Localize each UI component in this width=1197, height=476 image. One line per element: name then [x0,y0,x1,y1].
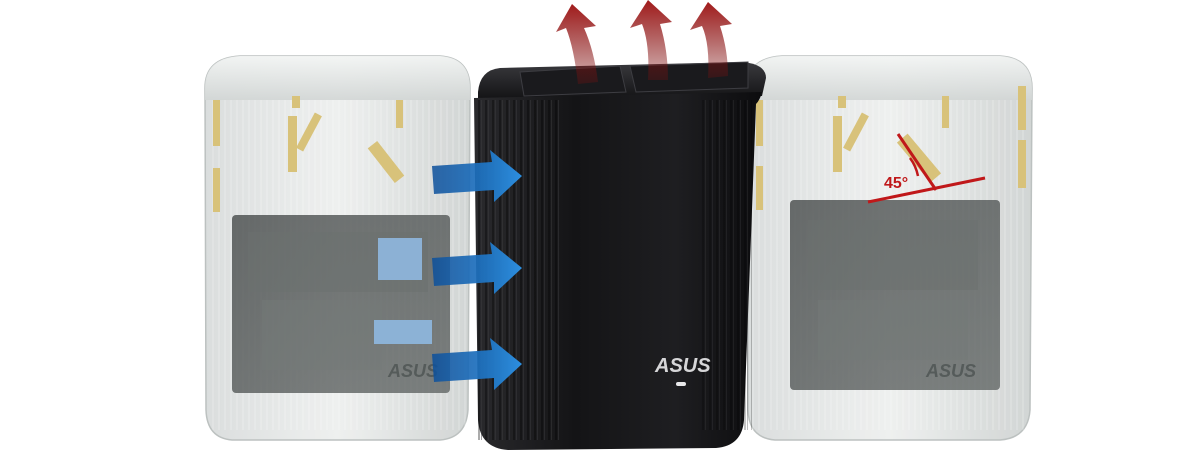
antenna-set [756,86,1026,210]
arrow-right-icon [432,338,522,390]
arrow-right-icon [432,150,522,202]
angle-icon: 45° [867,133,986,204]
brand-logo-center: ASUS [654,355,711,377]
arrow-up-curved-icon [630,0,672,80]
center-black-router: ASUS [474,61,766,450]
arrow-up-curved-icon [556,4,598,84]
inflow-arrows [432,150,522,390]
heatsink-chip [378,238,422,280]
outflow-arrows [556,0,732,84]
antenna-set [213,96,405,212]
left-transparent-router: ASUS [204,55,471,441]
brand-logo-left: ASUS [387,361,438,381]
brand-logo-right: ASUS [925,361,976,381]
arrow-up-curved-icon [690,2,732,78]
angle-label: 45° [884,175,908,192]
right-transparent-router: 45° ASUS [746,55,1033,441]
arrow-right-icon [432,242,522,294]
heatsink-chip [374,320,432,344]
status-led [676,382,686,386]
